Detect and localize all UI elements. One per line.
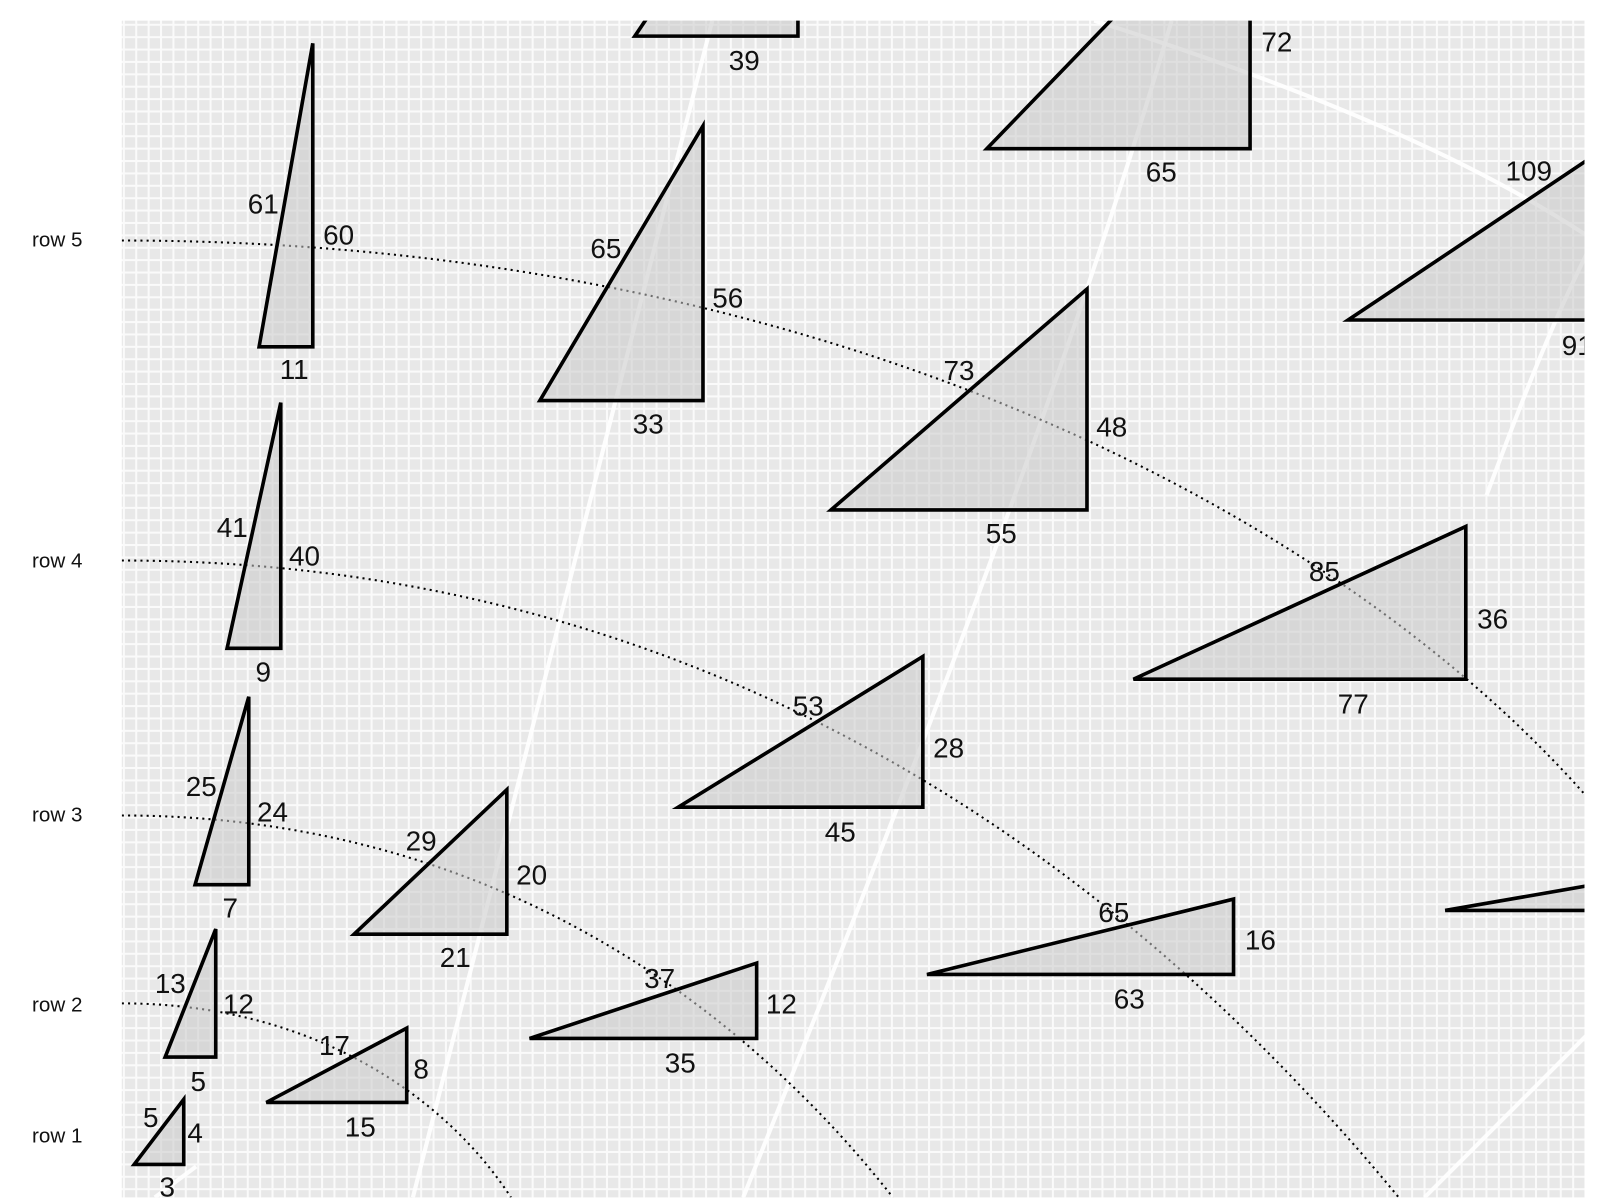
vertical-leg-label: 56 [712,283,743,314]
base-leg-label: 63 [1114,984,1145,1015]
right-triangle [528,960,759,1041]
right-triangle [162,928,218,1059]
hypotenuse-label: 41 [217,512,248,543]
base-leg-label: 11 [280,354,309,385]
right-triangle [826,285,1089,512]
vertical-leg-label: 40 [289,541,320,572]
base-leg-label: 3 [159,1171,175,1200]
hypotenuse-label: 53 [793,690,824,721]
row-label: row 1 [32,1125,82,1148]
right-triangle [130,1094,186,1167]
base-leg-label: 5 [190,1066,206,1097]
base-leg-label: 35 [665,1048,696,1079]
guide-line [741,20,1174,1198]
base-leg-label: 65 [1146,157,1177,188]
vertical-leg-label: 20 [516,860,547,891]
base-leg-label: 21 [440,942,471,973]
right-triangle [926,896,1236,977]
triangle-shapes [130,20,1585,1167]
vertical-leg-label: 60 [323,220,354,251]
right-triangle [982,20,1252,151]
row-arc [121,814,894,1198]
guide-line [1423,1034,1585,1198]
right-triangle [192,696,251,887]
hypotenuse-label: 65 [590,233,621,264]
vertical-leg-label: 8 [413,1054,429,1085]
base-leg-label: 33 [633,409,664,440]
vertical-leg-label: 28 [933,733,964,764]
vertical-leg-label: 48 [1096,412,1127,443]
base-leg-label: 77 [1338,688,1369,719]
right-triangle [224,402,283,651]
row-labels: row 1 row 2 row 3 row 4 row 5 [32,229,82,1148]
base-leg-label: 7 [222,893,238,924]
base-leg-label: 45 [825,816,856,847]
vertical-leg-label: 36 [1477,604,1508,635]
hypotenuse-label: 37 [644,963,675,994]
base-leg-label: 9 [255,656,271,687]
right-triangle [1132,523,1468,682]
right-triangle [1342,159,1585,322]
vertical-leg-label: 72 [1261,27,1292,58]
row-label: row 3 [32,804,82,827]
right-triangle [536,119,705,403]
hypotenuse-label: 29 [406,826,437,857]
right-triangle [265,1025,409,1105]
base-leg-label: 39 [729,45,760,76]
hypotenuse-label: 17 [319,1030,350,1061]
right-margin [1584,0,1600,1200]
vertical-leg-label: 16 [1245,925,1276,956]
right-triangle [1444,884,1585,913]
hypotenuse-label: 5 [143,1102,159,1133]
row-label: row 4 [32,550,82,573]
vertical-leg-label: 12 [766,989,797,1020]
hypotenuse-label: 61 [248,189,279,220]
right-triangle [671,653,925,810]
guide-line [153,1164,198,1198]
right-triangle [631,20,800,38]
right-triangle [256,43,315,349]
right-triangle [349,785,509,936]
hypotenuse-label: 25 [186,771,217,802]
row-arc [121,239,1585,796]
vertical-leg-label: 24 [257,797,288,828]
hypotenuse-label: 73 [943,355,974,386]
triangles: 3455121315817724252120293512379404145285… [130,20,1593,1200]
vertical-leg-label: 12 [223,989,254,1020]
hypotenuse-label: 65 [1098,897,1129,928]
hypotenuse-label: 13 [155,968,186,999]
row-label: row 2 [32,994,82,1017]
hypotenuse-label: 109 [1506,156,1552,187]
base-leg-label: 55 [986,518,1017,549]
guide-line [410,20,715,1198]
vertical-leg-label: 4 [187,1118,203,1149]
hypotenuse-label: 85 [1309,556,1340,587]
base-leg-label: 15 [345,1112,376,1143]
row-label: row 5 [32,229,82,252]
